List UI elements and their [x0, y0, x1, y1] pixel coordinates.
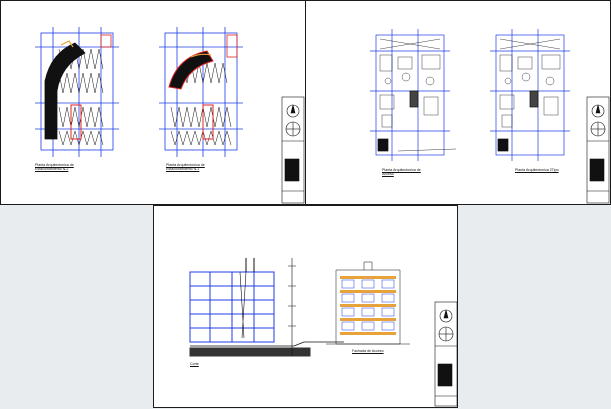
title-block-sheet-1: [281, 96, 305, 204]
building-section: [189, 258, 344, 357]
parking-plans-drawing: [35, 27, 305, 204]
drawing-sheet-floor-plans: Planta Arquitectonica de Acceso Planta A…: [305, 0, 611, 205]
section-facade-drawing: [189, 258, 458, 407]
typical-floor-plan: [490, 29, 570, 161]
plan-label-access: Planta Arquitectonica de Acceso: [382, 168, 421, 176]
plan-label-typical-floor: Planta Arquitectonica 2Tipo: [515, 168, 559, 172]
floor-plans-drawing: [370, 29, 610, 204]
parking-plan-n1: [159, 27, 243, 157]
plan-label-section: Corte: [190, 362, 199, 366]
access-facade: [326, 261, 410, 345]
title-block-sheet-2: [586, 96, 610, 204]
plan-label-parking-n1: Planta Arquitectonica de Estacionamiento…: [166, 163, 205, 171]
plan-label-parking-n2: Planta Arquitectonica de Estacionamiento…: [35, 163, 74, 171]
title-block-sheet-3: [434, 301, 458, 407]
drawing-sheet-section-facade: Corte Fachada de Acceso: [153, 205, 458, 408]
plan-label-facade: Fachada de Acceso: [352, 349, 384, 353]
access-floor-plan: [370, 29, 457, 161]
parking-plan-n2: [35, 27, 119, 157]
drawing-sheet-parking: Planta Arquitectonica de Estacionamiento…: [0, 0, 306, 205]
